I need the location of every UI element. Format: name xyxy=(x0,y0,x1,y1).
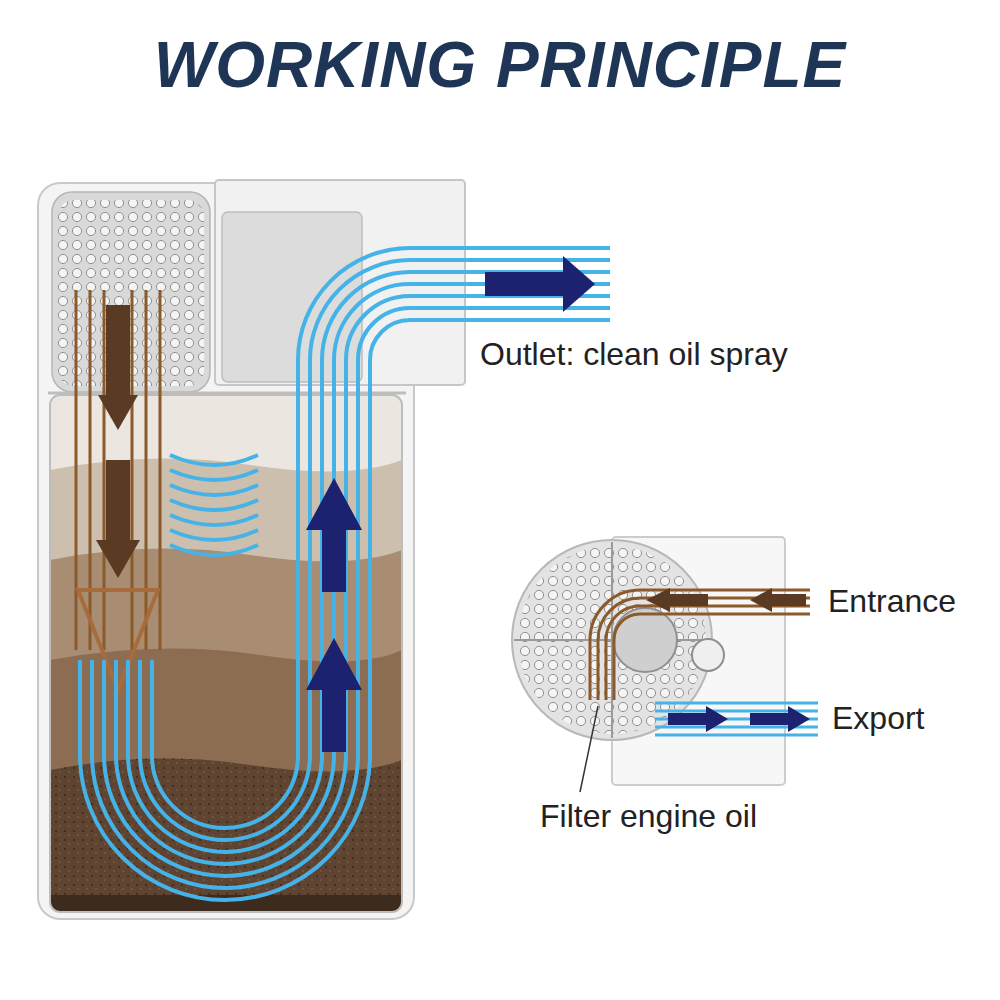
settling-waves xyxy=(170,515,258,525)
entrance-flow xyxy=(614,614,810,700)
entrance-flow xyxy=(598,598,810,700)
title: WORKING PRINCIPLE xyxy=(0,28,1000,102)
export-flow xyxy=(655,703,818,735)
export-arrows xyxy=(668,706,810,732)
dirty-oil-flow xyxy=(145,290,148,650)
settling-waves xyxy=(170,530,258,540)
clean-oil-arrows xyxy=(322,530,346,592)
dirty-oil-flow xyxy=(75,290,78,650)
dirty-oil-flow xyxy=(103,290,106,650)
dirty-oil-arrows xyxy=(98,395,138,430)
dirty-oil-flow xyxy=(89,290,92,650)
entrance-flow xyxy=(590,590,810,700)
export-flow xyxy=(655,734,818,737)
dirty-oil-arrows xyxy=(78,305,158,690)
clean-oil-flow xyxy=(152,248,610,828)
settling-waves xyxy=(170,545,258,555)
entrance-label: Entrance xyxy=(828,583,956,620)
top-view-filter xyxy=(692,639,724,671)
clean-oil-arrows xyxy=(322,690,346,752)
part-label: Filter engine oil xyxy=(540,798,757,835)
dirty-oil-arrows xyxy=(106,460,130,540)
canister-housing xyxy=(222,212,362,382)
settling-waves xyxy=(170,485,258,495)
dirty-oil-flow xyxy=(131,290,134,650)
settling-waves xyxy=(170,500,258,510)
leader-line xyxy=(580,706,598,792)
entrance-arrows xyxy=(646,588,806,612)
dirty-oil-arrows xyxy=(96,540,140,578)
settling-waves xyxy=(170,455,258,555)
entrance-flow xyxy=(590,590,810,700)
export-label: Export xyxy=(832,700,924,737)
export-arrows xyxy=(668,713,708,725)
oil-layers xyxy=(50,895,402,912)
export-flow xyxy=(655,702,818,705)
entrance-flow xyxy=(606,606,810,700)
clean-oil-arrows xyxy=(485,272,563,296)
top-view-filter xyxy=(613,608,677,672)
entrance-arrows xyxy=(646,588,670,612)
top-view-filter xyxy=(512,537,785,785)
settling-waves xyxy=(170,455,258,465)
export-arrows xyxy=(788,706,810,732)
entrance-arrows xyxy=(750,588,772,612)
clean-oil-arrows xyxy=(306,638,362,690)
settling-waves xyxy=(170,470,258,480)
export-arrows xyxy=(706,706,728,732)
clean-oil-arrows xyxy=(306,478,362,530)
entrance-arrows xyxy=(770,594,806,606)
outlet-label: Outlet: clean oil spray xyxy=(480,336,788,373)
export-arrows xyxy=(750,713,790,725)
dirty-oil-flow xyxy=(159,290,162,650)
dirty-oil-arrows xyxy=(106,305,130,395)
entrance-arrows xyxy=(668,594,708,606)
clean-oil-arrows xyxy=(563,256,595,312)
dirty-oil-flow xyxy=(76,290,160,650)
